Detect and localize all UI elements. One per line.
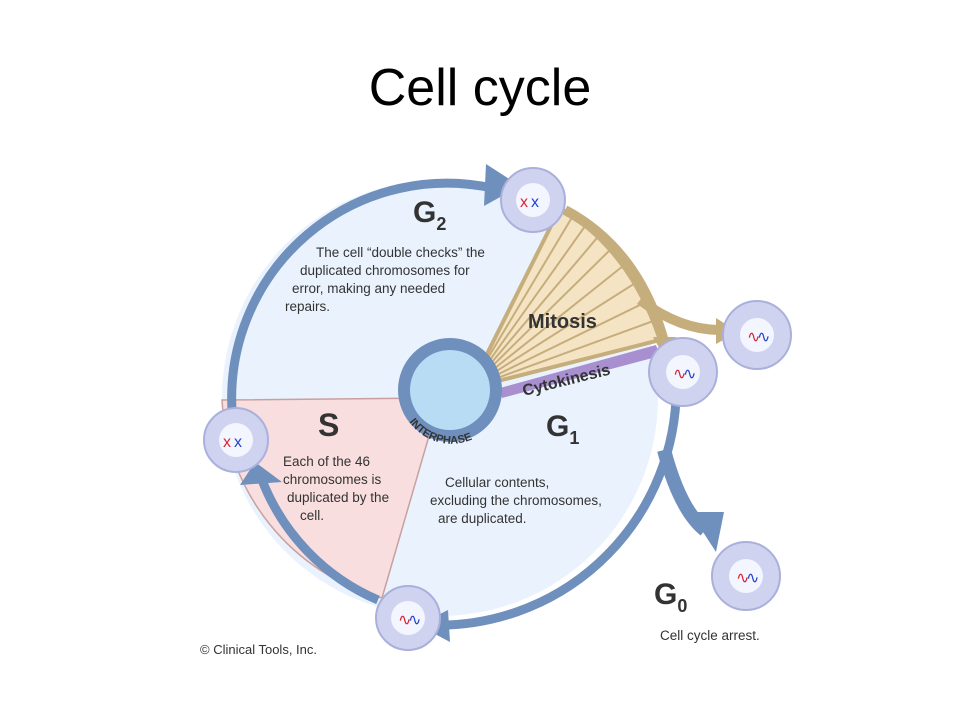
slide-title: Cell cycle — [368, 59, 592, 117]
g2-label: G2 — [413, 196, 446, 234]
svg-text:∿: ∿ — [757, 329, 770, 346]
s-arrowhead — [240, 462, 282, 485]
cell-bottom-g1: ∿∿ — [375, 585, 441, 651]
nucleus-center — [410, 350, 490, 430]
mitosis-label: Mitosis — [528, 311, 597, 333]
svg-text:x: x — [223, 434, 231, 451]
cycle-ring-lower-left — [257, 478, 380, 605]
cell-daughter-2: ∿∿ — [722, 300, 792, 370]
svg-text:∿: ∿ — [683, 366, 696, 383]
svg-text:x: x — [234, 434, 242, 451]
cell-daughter-1: ∿∿ — [648, 337, 718, 407]
s-description: Each of the 46 chromosomes is duplicated… — [283, 454, 393, 523]
svg-text:∿: ∿ — [398, 612, 411, 629]
g2-description: The cell “double checks” the duplicated … — [285, 245, 489, 314]
g0-description: Cell cycle arrest. — [660, 628, 760, 643]
g1-description: Cellular contents, excluding the chromos… — [430, 475, 606, 526]
cycle-ring-upper — [227, 178, 493, 411]
copyright-text: © Clinical Tools, Inc. — [200, 642, 317, 657]
g0-label: G0 — [654, 578, 687, 616]
svg-text:∿: ∿ — [673, 366, 686, 383]
g1-label: G1 — [546, 410, 579, 448]
svg-text:∿: ∿ — [736, 570, 749, 587]
svg-text:∿: ∿ — [746, 570, 759, 587]
svg-text:∿: ∿ — [747, 329, 760, 346]
cytokinesis-band — [500, 345, 660, 398]
g2-arrowhead — [484, 164, 520, 206]
svg-text:x: x — [531, 194, 539, 211]
s-label: S — [318, 407, 339, 443]
cell-g0: ∿∿ — [711, 541, 781, 611]
svg-text:x: x — [520, 194, 528, 211]
svg-text:∿: ∿ — [408, 612, 421, 629]
